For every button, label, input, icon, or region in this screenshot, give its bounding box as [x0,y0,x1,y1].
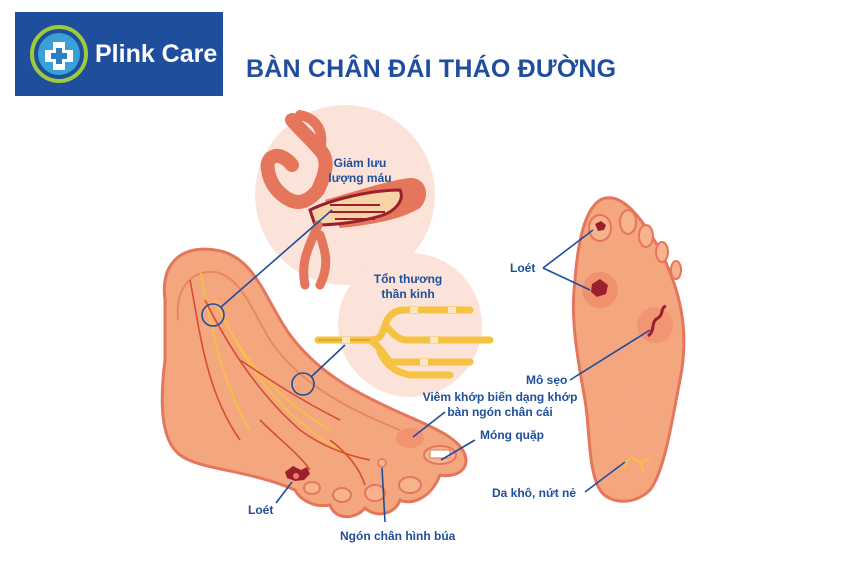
label-ulcer-foot: Loét [248,503,274,517]
label-hammer-toe: Ngón chân hình búa [340,529,456,543]
label-line: Giảm lưu [333,156,387,170]
label-dry-cracked-skin: Da khô, nứt nẻ [492,486,577,500]
blood-vessel-illustration [260,110,427,290]
label-reduced-blood-flow: Giảm lưu lượng máu [318,156,402,186]
label-nerve-damage: Tổn thương thần kinh [366,272,450,302]
label-scar-tissue: Mô sẹo [526,373,568,387]
label-line: Viêm khớp biến dạng khớp [422,390,578,404]
label-line: bàn ngón chân cái [447,405,553,419]
medical-cross-icon [30,25,88,83]
foot-sole-view [571,196,686,503]
hammer-toe-mark [377,458,387,468]
sole-ulcer-mark [591,279,608,297]
crack-mark [619,456,651,475]
page-title: BÀN CHÂN ĐÁI THÁO ĐƯỜNG [246,55,617,83]
ingrown-nail-mark [429,449,451,459]
label-ulcer-sole: Loét [510,261,536,275]
label-line: Tổn thương [373,272,443,286]
label-ingrown-nail: Móng quặp [480,428,544,442]
callout-lines [201,209,651,523]
brand-logo-box: Plink Care [15,12,223,96]
label-line: thần kinh [381,287,435,301]
brand-name: Plink Care [95,40,218,68]
scar-mark [646,304,667,338]
toe-ulcer-mark [595,221,606,231]
nerve-illustration [314,306,494,379]
label-bunion: Viêm khớp biến dạng khớp bàn ngón chân c… [420,390,580,420]
label-line: lượng máu [328,171,392,185]
